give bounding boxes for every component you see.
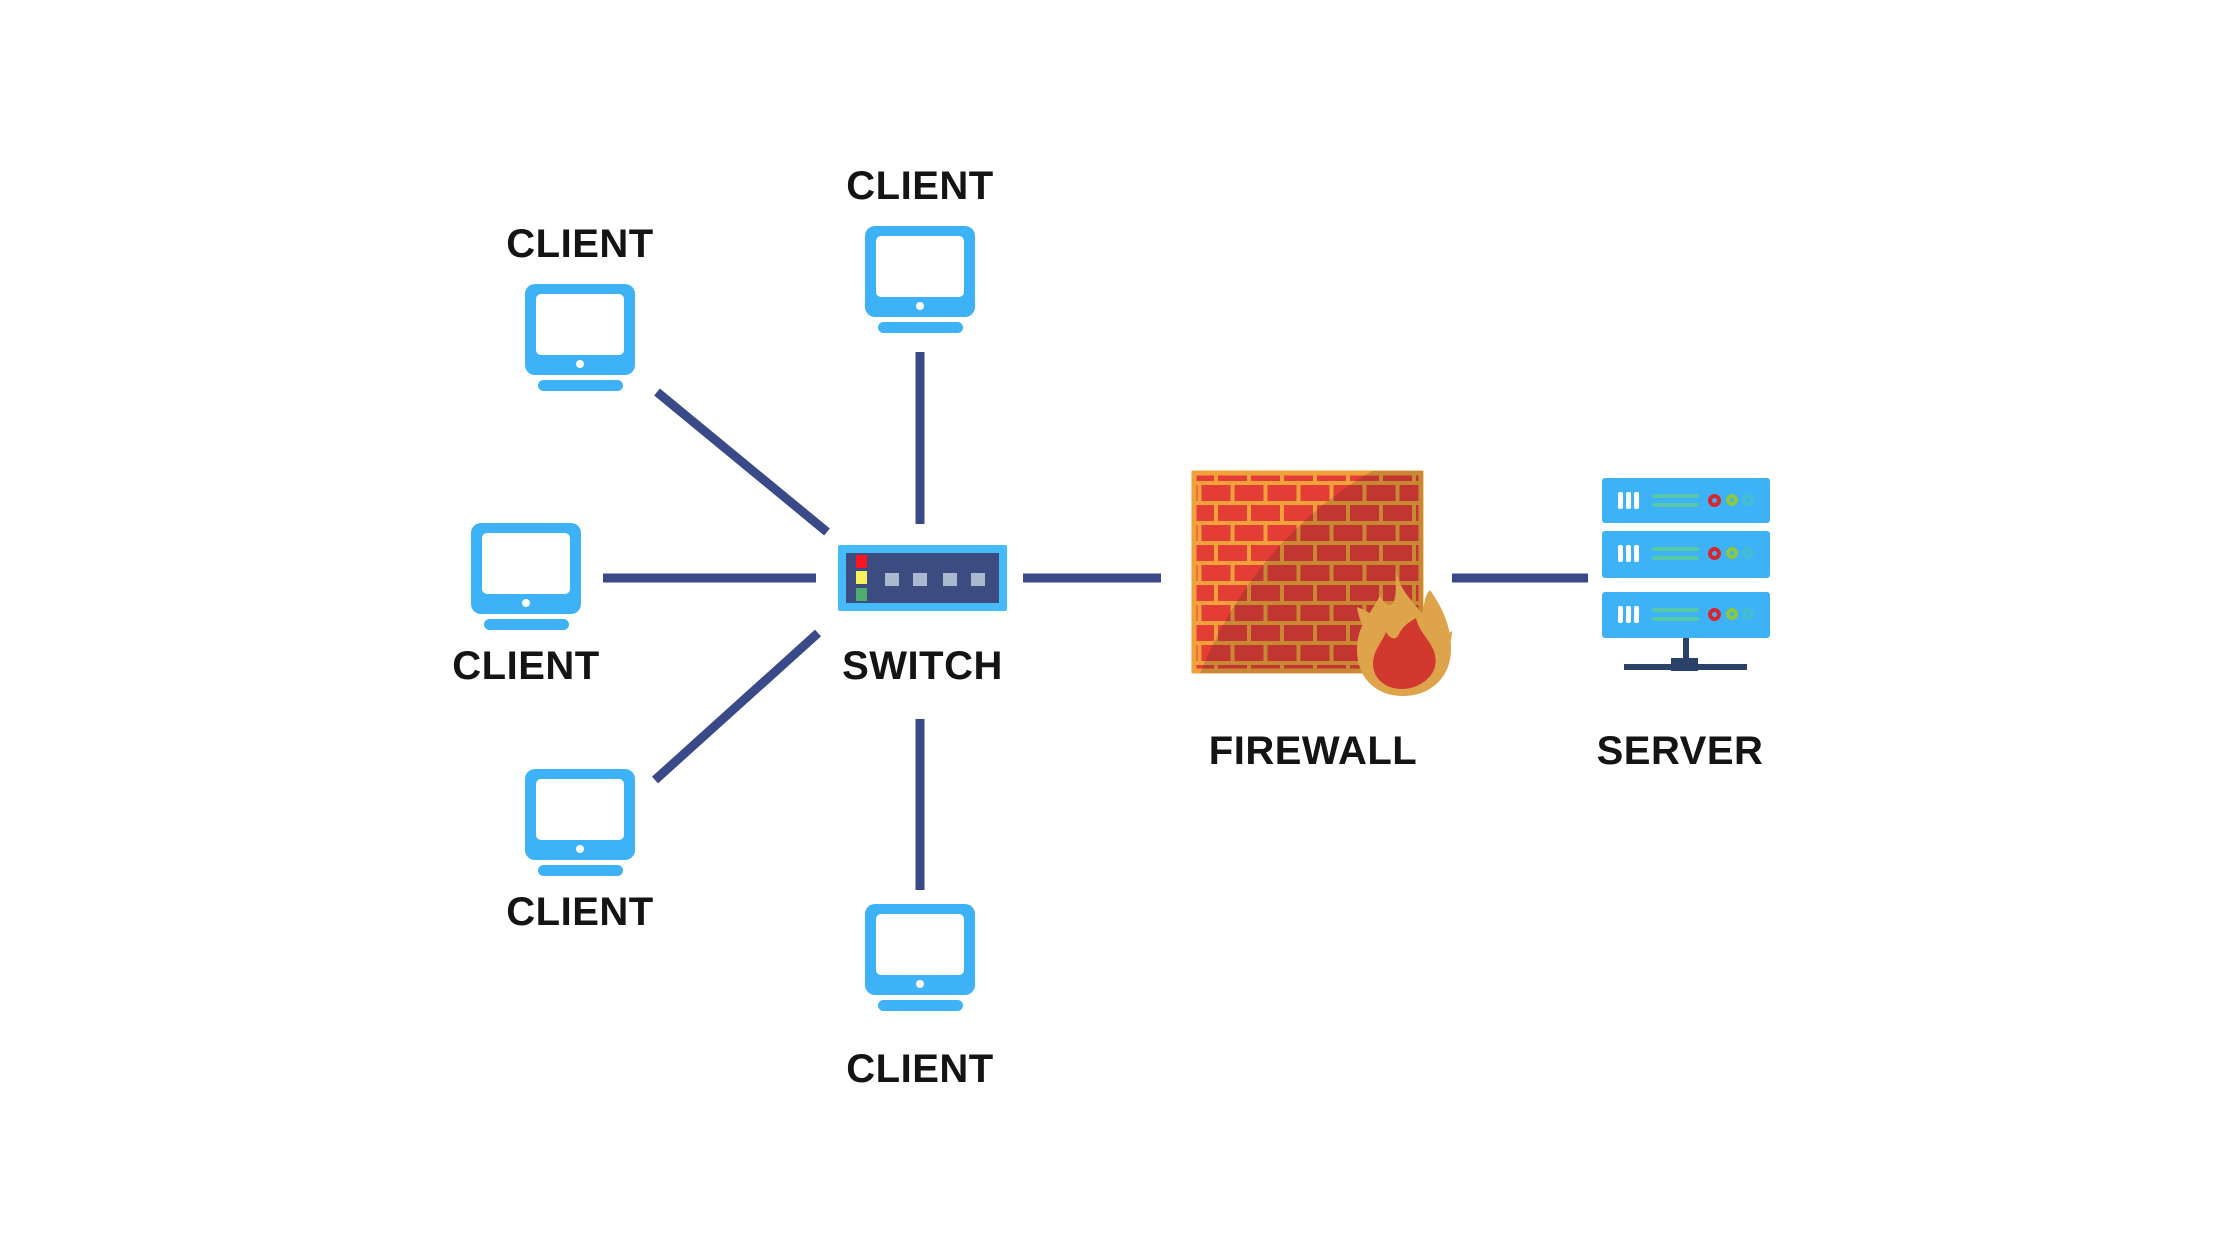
node-client-left: CLIENT: [446, 523, 606, 688]
server-tick: [1618, 606, 1623, 623]
server-unit: [1602, 478, 1770, 523]
server-tick: [1634, 606, 1639, 623]
server-tick: [1626, 545, 1631, 562]
link-client-bottom-left-switch: [651, 629, 822, 784]
switch-port: [971, 573, 985, 586]
switch-led-red: [856, 555, 867, 568]
server-vent: [1652, 547, 1699, 551]
server-led-green: [1726, 547, 1738, 559]
monitor-icon: [525, 284, 635, 375]
server-unit: [1602, 531, 1770, 578]
server-vent: [1652, 617, 1699, 621]
server-vent: [1652, 503, 1699, 507]
server-led-green: [1726, 494, 1738, 506]
server-led-teal: [1742, 494, 1754, 506]
monitor-dot: [916, 302, 924, 310]
switch-port: [943, 573, 957, 586]
monitor-screen: [536, 779, 624, 840]
monitor-icon: [865, 904, 975, 995]
monitor-icon: [471, 523, 581, 614]
monitor-base: [877, 322, 963, 333]
server-label: SERVER: [1596, 729, 1764, 773]
server-tick: [1626, 492, 1631, 509]
client-label: CLIENT: [506, 222, 654, 266]
server-led-red: [1708, 494, 1721, 507]
server-tick: [1618, 492, 1623, 509]
switch-led-green: [856, 588, 867, 601]
server-tick: [1634, 545, 1639, 562]
switch-port: [913, 573, 927, 586]
monitor-icon: [865, 226, 975, 317]
monitor-base: [483, 619, 569, 630]
monitor-screen: [876, 236, 964, 297]
monitor-screen: [482, 533, 570, 594]
firewall-label: FIREWALL: [1208, 729, 1418, 773]
server-vent: [1652, 608, 1699, 612]
client-label: CLIENT: [846, 1047, 994, 1091]
server-tick: [1634, 492, 1639, 509]
server-stand-stem: [1683, 638, 1689, 658]
monitor-dot: [522, 599, 530, 607]
network-switch-icon: [838, 545, 1007, 611]
server-led-green: [1726, 608, 1738, 620]
server-tick: [1626, 606, 1631, 623]
server-led-red: [1708, 547, 1721, 560]
client-label: CLIENT: [452, 644, 600, 688]
switch-led-yellow: [856, 571, 867, 584]
monitor-base: [877, 1000, 963, 1011]
link-client-top-left-switch: [654, 388, 830, 536]
switch-label: SWITCH: [842, 644, 1003, 688]
server-stand-bar: [1624, 664, 1747, 670]
server-unit: [1602, 592, 1770, 638]
monitor-screen: [536, 294, 624, 355]
brick-wall-flame-icon: [1191, 470, 1452, 696]
client-label: CLIENT: [506, 890, 654, 934]
monitor-dot: [576, 845, 584, 853]
server-vent: [1652, 494, 1699, 498]
monitor-dot: [916, 980, 924, 988]
flame-icon: [1357, 571, 1452, 696]
monitor-base: [537, 865, 623, 876]
monitor-icon: [525, 769, 635, 860]
node-client-bottom: CLIENT: [840, 904, 1000, 1091]
server-vent: [1652, 556, 1699, 560]
monitor-dot: [576, 360, 584, 368]
client-label: CLIENT: [846, 164, 994, 208]
switch-port: [885, 573, 899, 586]
server-led-red: [1708, 608, 1721, 621]
node-client-top: CLIENT: [840, 164, 1000, 333]
server-tick: [1618, 545, 1623, 562]
monitor-screen: [876, 914, 964, 975]
node-client-bottom-left: CLIENT: [500, 769, 660, 934]
server-rack-icon: [1602, 478, 1770, 688]
monitor-base: [537, 380, 623, 391]
server-led-teal: [1742, 547, 1754, 559]
server-led-teal: [1742, 608, 1754, 620]
node-client-top-left: CLIENT: [500, 222, 660, 391]
switch-panel: [846, 553, 999, 603]
